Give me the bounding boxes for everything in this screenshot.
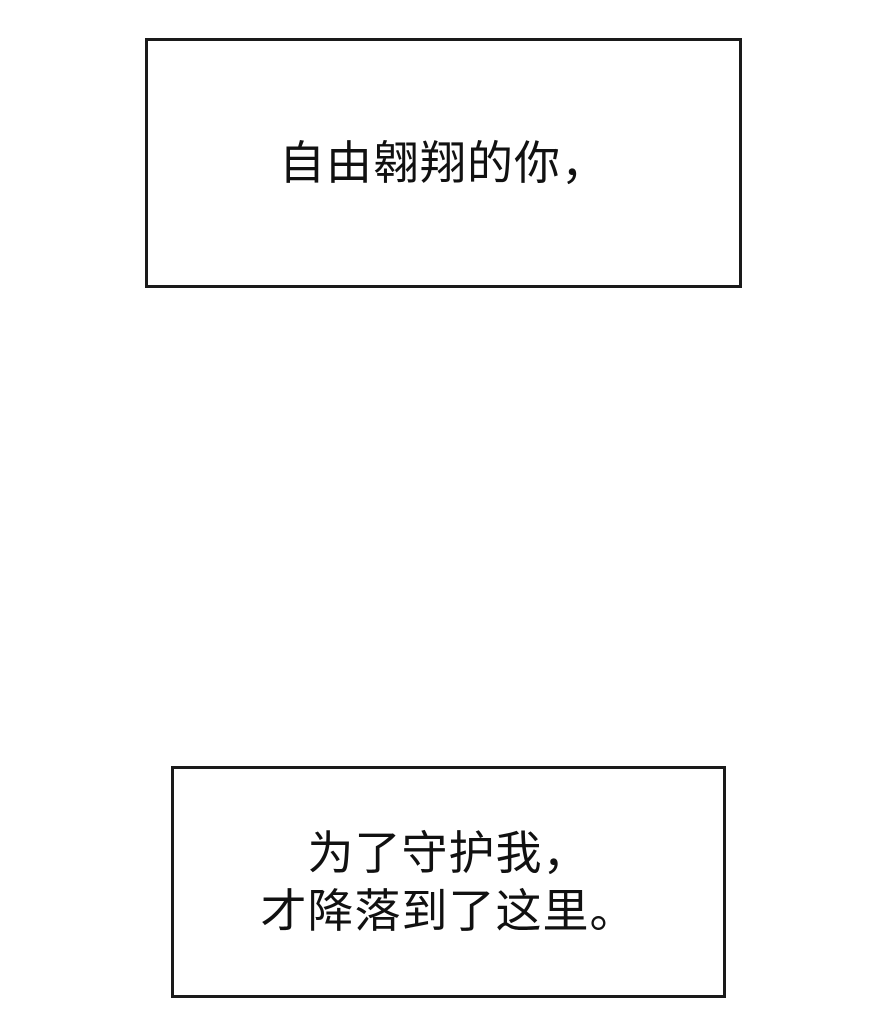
caption-line: 自由翱翔的你， [279, 136, 608, 190]
caption-text-top: 自由翱翔的你， [279, 134, 608, 192]
caption-text-bottom: 为了守护我， 才降落到了这里。 [261, 824, 637, 940]
caption-line: 为了守护我， [307, 826, 590, 880]
caption-line: 才降落到了这里。 [260, 884, 637, 938]
caption-box-top: 自由翱翔的你， [145, 38, 742, 288]
caption-box-bottom: 为了守护我， 才降落到了这里。 [171, 766, 726, 998]
